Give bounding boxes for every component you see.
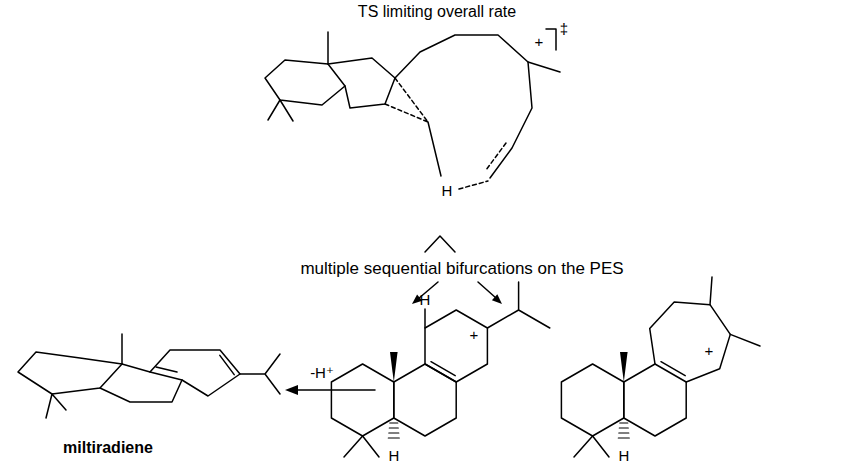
compound-name: miltiradiene: [62, 440, 154, 456]
reaction-arrow: [295, 389, 375, 391]
atom-label: H: [419, 292, 432, 307]
wedge-bond: [390, 352, 398, 382]
charge-sign: +: [534, 34, 545, 49]
charge-sign: +: [469, 327, 480, 342]
pathway-note: multiple sequential bifurcations on the …: [299, 260, 624, 277]
atom-label: H: [441, 183, 454, 198]
charge-sign: +: [704, 343, 715, 358]
abietenyl-cation-structure: [331, 282, 549, 457]
miltiradiene-structure: [18, 334, 280, 418]
atom-label: H: [388, 448, 401, 463]
reagent-label: -H⁺: [309, 365, 335, 380]
arrowhead: [285, 385, 298, 395]
transition-state-structure: [265, 29, 560, 189]
atom-label: H: [618, 448, 631, 463]
ts-caption: TS limiting overall rate: [357, 4, 517, 20]
ring-expanded-cation-structure: [561, 277, 760, 457]
transition-state-mark: ‡: [559, 21, 569, 36]
arrowhead: [492, 294, 502, 304]
wedge-bond: [620, 352, 628, 382]
